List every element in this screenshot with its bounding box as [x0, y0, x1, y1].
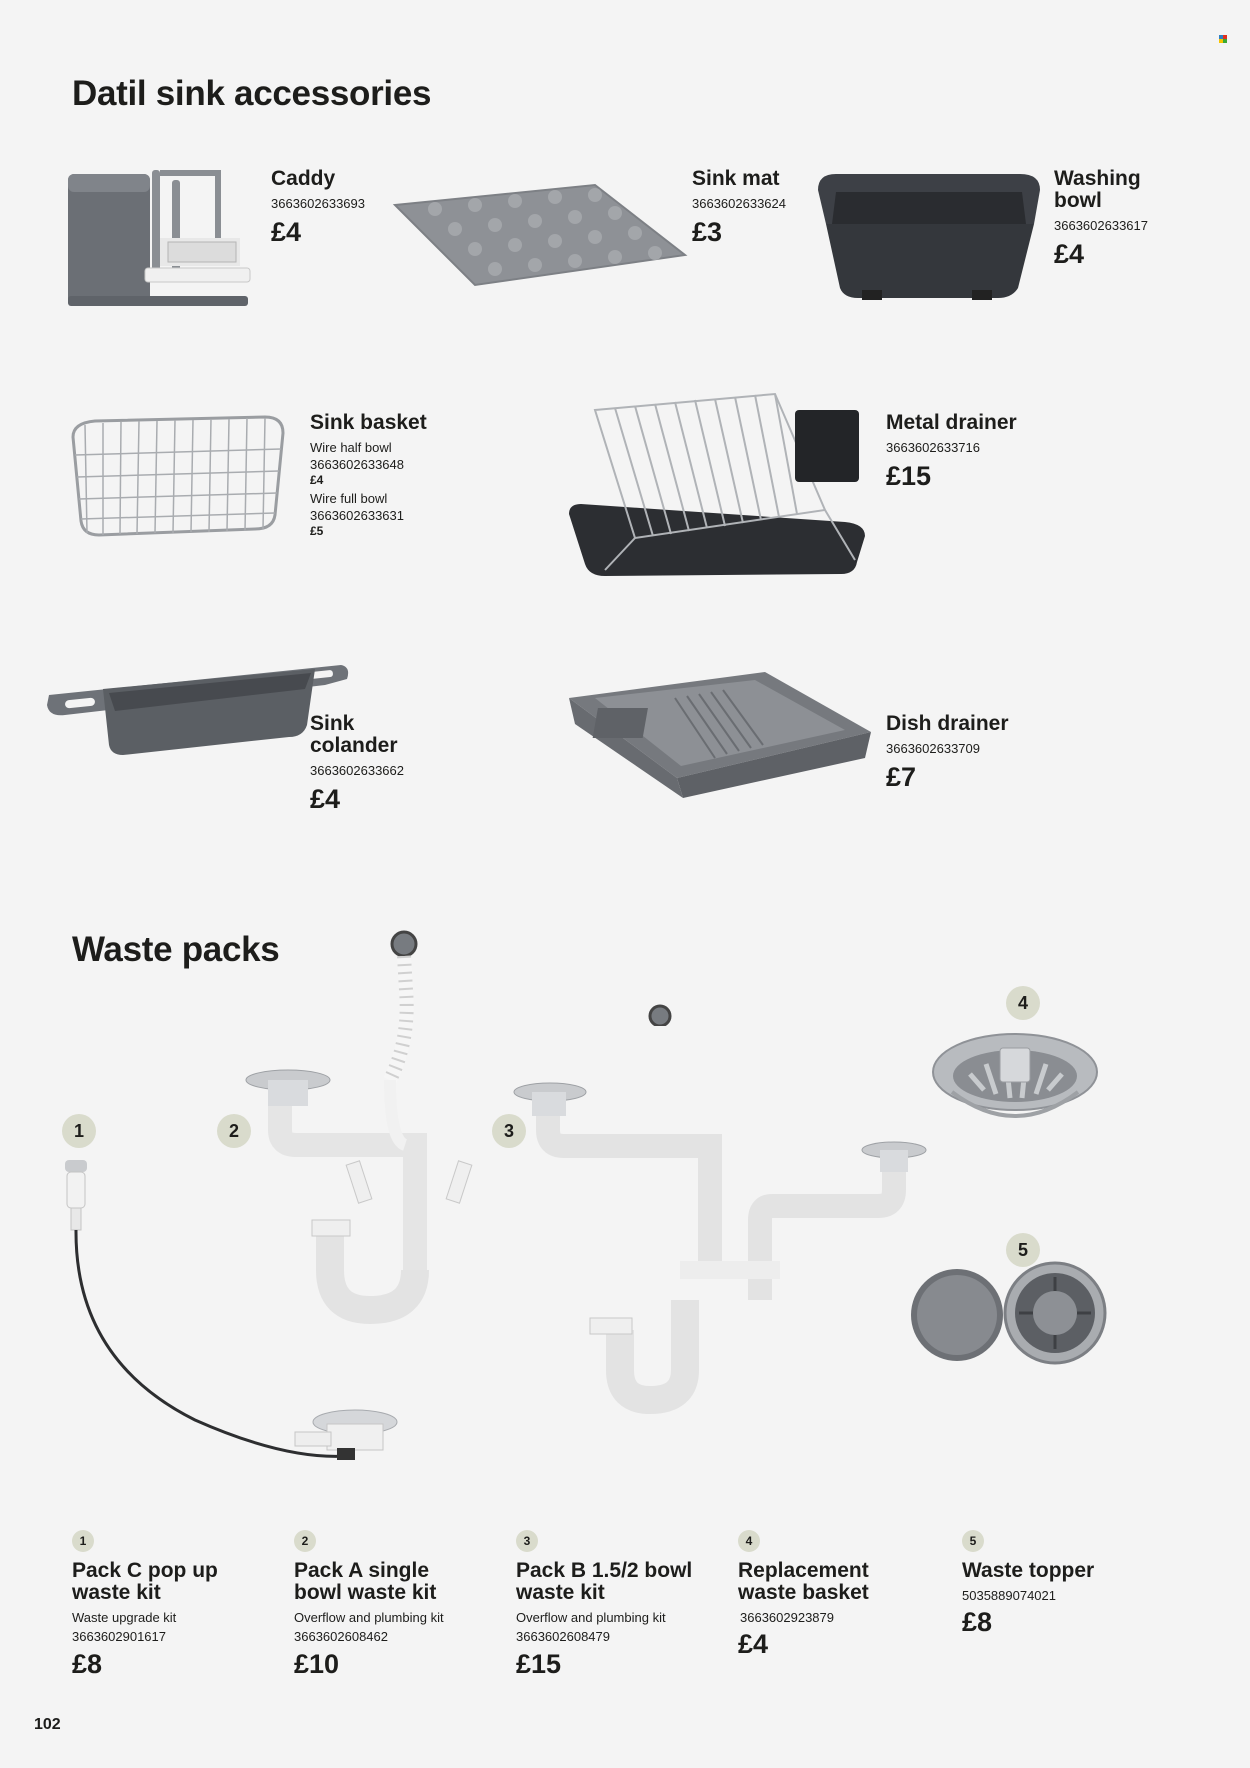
pack-a-badge: 2 [294, 1530, 316, 1552]
metal-drainer-price: £15 [886, 461, 932, 491]
caddy-image [68, 170, 251, 306]
caddy-name: Caddy [271, 167, 336, 190]
metal-drainer-code: 3663602633716 [886, 440, 980, 455]
sink-mat-image [392, 183, 688, 287]
pack-c-desc: Waste upgrade kit [72, 1610, 177, 1625]
sink-colander-name-line2: colander [310, 734, 398, 757]
waste-topper-price: £8 [962, 1607, 993, 1637]
washing-bowl-price: £4 [1054, 239, 1085, 269]
sink-mat-code: 3663602633624 [692, 196, 786, 211]
pack-a-desc: Overflow and plumbing kit [294, 1610, 444, 1625]
dish-drainer-code: 3663602633709 [886, 741, 980, 756]
sink-basket-name: Sink basket [310, 411, 427, 434]
sink-colander-price: £4 [310, 784, 341, 814]
page-number: 102 [34, 1716, 61, 1733]
washing-bowl-name-line1: Washing [1054, 167, 1141, 190]
sink-basket-variant2-price: £5 [310, 524, 324, 538]
waste-basket-image [932, 1033, 1098, 1118]
washing-bowl-image [818, 174, 1040, 300]
dish-drainer-image [569, 672, 871, 798]
sink-basket-variant1-label: Wire half bowl [310, 440, 392, 455]
sink-basket-variant1-price: £4 [310, 473, 324, 487]
pack-c-badge: 1 [72, 1530, 94, 1552]
brand-logo [1219, 35, 1227, 43]
image-badge-4: 4 [1006, 986, 1040, 1020]
pack-a-name-line1: Pack A single [294, 1559, 430, 1582]
pack-b-code: 3663602608479 [516, 1629, 610, 1644]
waste-basket-code: 3663602923879 [740, 1610, 834, 1625]
pack-b-desc: Overflow and plumbing kit [516, 1610, 666, 1625]
waste-basket-price: £4 [738, 1629, 769, 1659]
sink-mat-name: Sink mat [692, 167, 780, 190]
waste-topper-image [911, 1261, 1107, 1365]
dish-drainer-name: Dish drainer [886, 712, 1009, 735]
metal-drainer-image [569, 392, 865, 576]
metal-drainer-name: Metal drainer [886, 411, 1017, 434]
pack-b-image [513, 1004, 927, 1415]
waste-topper-name: Waste topper [962, 1559, 1095, 1582]
waste-basket-badge: 4 [738, 1530, 760, 1552]
image-badge-3: 3 [492, 1114, 526, 1148]
washing-bowl-code: 3663602633617 [1054, 218, 1148, 233]
waste-topper-badge: 5 [962, 1530, 984, 1552]
sink-basket-variant2-label: Wire full bowl [310, 491, 388, 506]
sink-basket-variant1-code: 3663602633648 [310, 457, 404, 472]
waste-basket-name-line1: Replacement [738, 1559, 869, 1582]
sink-basket-image [71, 415, 285, 537]
sink-mat-price: £3 [692, 217, 723, 247]
caddy-code: 3663602633693 [271, 196, 365, 211]
caddy-price: £4 [271, 217, 302, 247]
sink-colander-code: 3663602633662 [310, 763, 404, 778]
waste-basket-name-line2: waste basket [738, 1581, 869, 1604]
sink-colander-name-line1: Sink [310, 712, 355, 735]
pack-c-image [65, 1160, 398, 1460]
sink-colander-image [47, 665, 349, 755]
sink-basket-variant2-code: 3663602633631 [310, 508, 404, 523]
pack-c-name-line1: Pack C pop up [72, 1559, 218, 1582]
pack-b-name-line1: Pack B 1.5/2 bowl [516, 1559, 693, 1582]
pack-b-badge: 3 [516, 1530, 538, 1552]
waste-topper-code: 5035889074021 [962, 1588, 1056, 1603]
pack-b-price: £15 [516, 1649, 562, 1679]
dish-drainer-price: £7 [886, 762, 917, 792]
section-title-sink-accessories: Datil sink accessories [72, 74, 432, 113]
pack-c-code: 3663602901617 [72, 1629, 166, 1644]
section-title-waste-packs: Waste packs [72, 930, 280, 969]
image-badge-1: 1 [62, 1114, 96, 1148]
image-badge-5: 5 [1006, 1233, 1040, 1267]
pack-c-price: £8 [72, 1649, 103, 1679]
pack-c-name-line2: waste kit [72, 1581, 161, 1604]
pack-a-name-line2: bowl waste kit [294, 1581, 437, 1604]
image-badge-2: 2 [217, 1114, 251, 1148]
pack-b-name-line2: waste kit [516, 1581, 605, 1604]
pack-a-code: 3663602608462 [294, 1629, 388, 1644]
pack-a-price: £10 [294, 1649, 340, 1679]
washing-bowl-name-line2: bowl [1054, 189, 1102, 212]
pack-a-image [245, 930, 473, 1325]
